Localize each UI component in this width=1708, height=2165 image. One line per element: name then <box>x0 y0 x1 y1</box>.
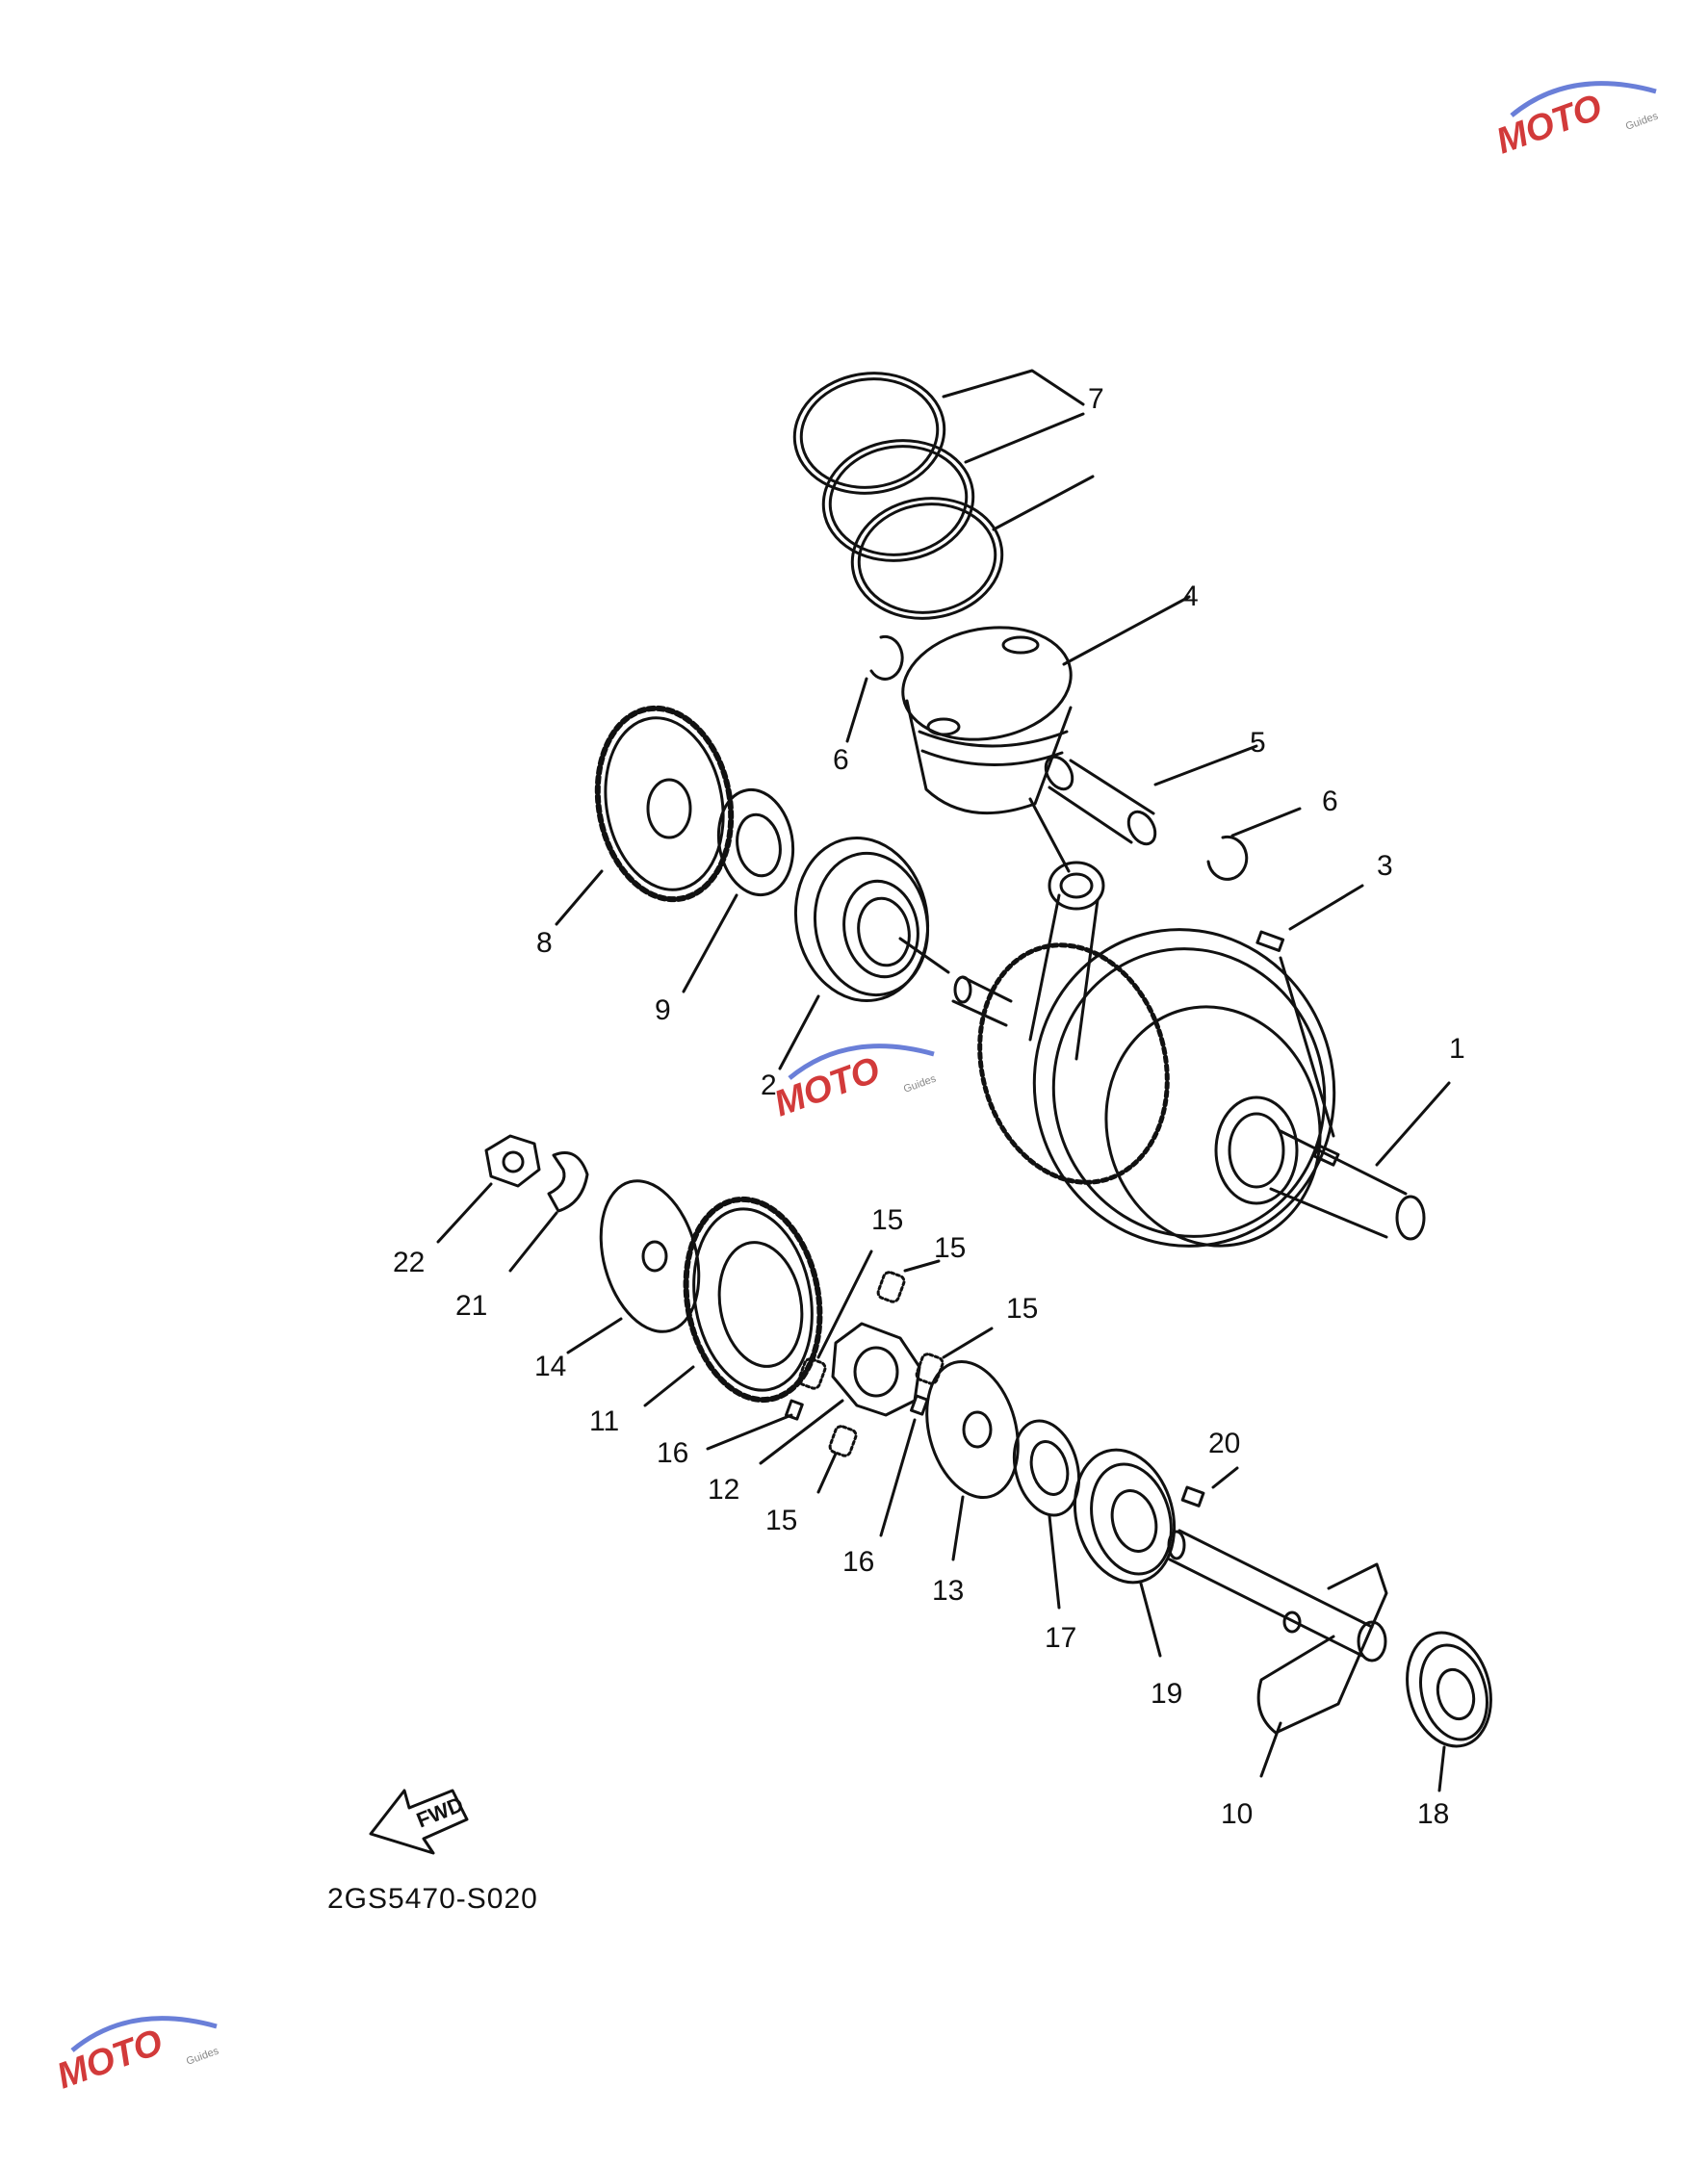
piston <box>901 595 1191 815</box>
damper-springs <box>706 1250 994 1537</box>
nut-and-washer <box>436 1134 589 1273</box>
svg-text:MOTO: MOTO <box>52 2022 168 2097</box>
callout-16-right: 16 <box>842 1546 875 1578</box>
main-bearing <box>778 836 950 1070</box>
watermark-logo-top: MOTO Guides <box>1491 81 1660 162</box>
svg-text:Guides: Guides <box>902 1072 938 1095</box>
watermark-logo-bottom: MOTO Guides <box>52 2016 220 2097</box>
callout-12: 12 <box>708 1474 740 1506</box>
piston-pin <box>1044 744 1258 846</box>
callout-6-right: 6 <box>1322 786 1338 817</box>
callout-17: 17 <box>1045 1622 1077 1654</box>
diagram-code: 2GS5470-S020 <box>327 1883 538 1915</box>
drive-gear <box>555 705 735 926</box>
callout-20: 20 <box>1208 1428 1241 1459</box>
damper-hub <box>759 1322 921 1465</box>
callout-15-top: 15 <box>871 1204 904 1236</box>
woodruff-key <box>1255 884 1364 1138</box>
balancer-bearing-left <box>1073 1448 1177 1658</box>
callout-7: 7 <box>1088 383 1104 415</box>
callout-5: 5 <box>1250 727 1266 759</box>
callout-8: 8 <box>536 927 553 959</box>
balancer-gear <box>643 1196 823 1407</box>
callout-6-left: 6 <box>833 744 849 776</box>
balancer-washer <box>925 1359 1020 1561</box>
callout-3: 3 <box>1377 850 1393 882</box>
callout-15-upper-right: 15 <box>934 1232 967 1264</box>
spacer-ring <box>682 787 795 993</box>
balancer-collar <box>1012 1419 1081 1610</box>
callout-4: 4 <box>1182 580 1199 612</box>
callout-15-right: 15 <box>1006 1293 1039 1325</box>
piston-rings <box>792 369 1095 620</box>
callout-10: 10 <box>1221 1798 1254 1830</box>
forward-arrow-icon <box>369 1789 469 1855</box>
callout-13: 13 <box>932 1575 965 1607</box>
balancer-shaft <box>1167 1466 1388 1778</box>
crankshaft-assembly <box>951 797 1451 1248</box>
piston-pin-clips <box>845 634 1302 881</box>
callout-2: 2 <box>761 1070 777 1101</box>
callout-9: 9 <box>655 994 671 1026</box>
callout-22: 22 <box>393 1247 426 1278</box>
watermark-logo-middle: MOTO Guides <box>769 1044 938 1124</box>
callout-21: 21 <box>455 1290 488 1322</box>
balancer-bearing-right <box>1406 1631 1492 1792</box>
callout-11: 11 <box>589 1405 620 1437</box>
callout-1: 1 <box>1449 1033 1465 1065</box>
callout-14: 14 <box>534 1351 567 1382</box>
svg-text:MOTO: MOTO <box>1491 87 1608 162</box>
callout-15-bottom: 15 <box>765 1505 798 1536</box>
callout-19: 19 <box>1151 1678 1183 1710</box>
callout-16-left: 16 <box>657 1437 689 1469</box>
svg-text:Guides: Guides <box>185 2045 220 2067</box>
callout-18: 18 <box>1417 1798 1450 1830</box>
svg-text:MOTO: MOTO <box>769 1049 886 1124</box>
svg-text:Guides: Guides <box>1624 110 1660 132</box>
